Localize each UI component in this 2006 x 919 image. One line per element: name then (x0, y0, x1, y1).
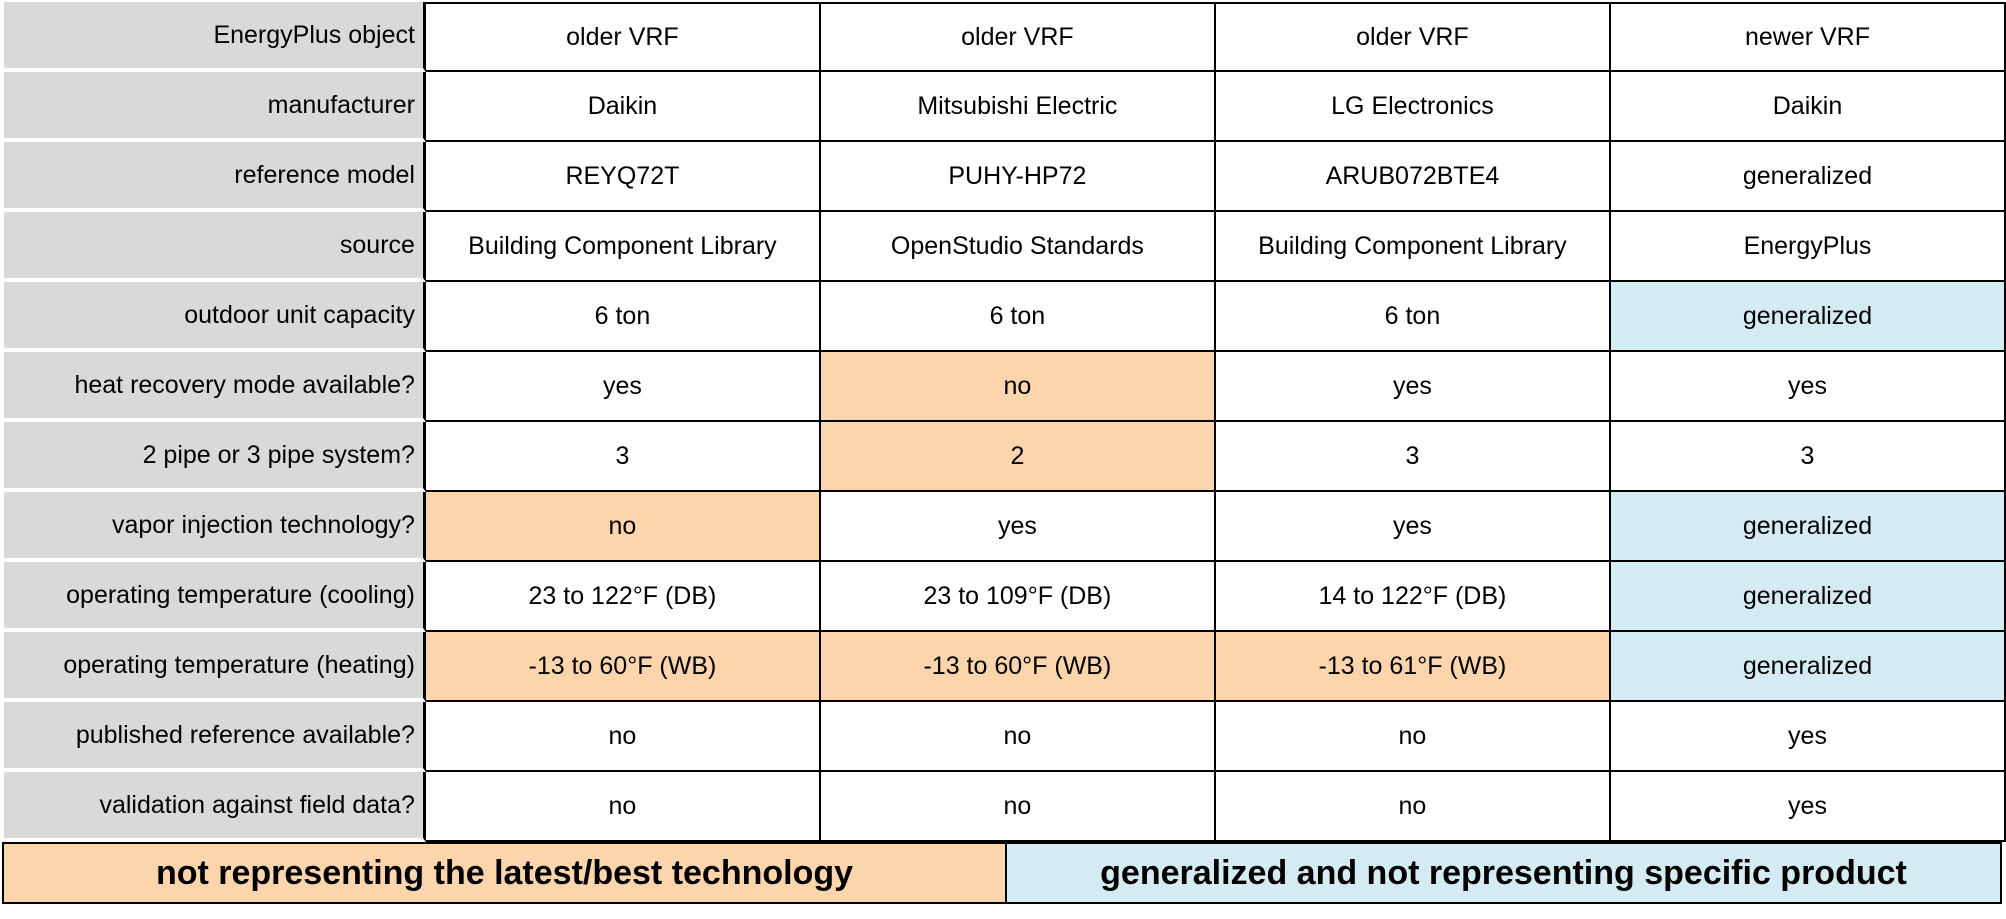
table-cell: 6 ton (425, 282, 821, 352)
table-cell: older VRF (820, 2, 1216, 72)
table-cell: no (820, 702, 1216, 772)
table-row: vapor injection technology? no yes yes g… (4, 492, 2006, 562)
table-cell: no (1215, 702, 1611, 772)
legend-outdated-technology: not representing the latest/best technol… (4, 844, 1007, 902)
vrf-comparison-table: EnergyPlus object older VRF older VRF ol… (4, 2, 2006, 842)
table-cell: older VRF (1215, 2, 1611, 72)
table-row: operating temperature (cooling) 23 to 12… (4, 562, 2006, 632)
legend: not representing the latest/best technol… (2, 842, 2002, 904)
table-cell: Building Component Library (425, 212, 821, 282)
table-cell-generalized: generalized (1611, 282, 2006, 352)
table-cell: ARUB072BTE4 (1215, 142, 1611, 212)
table-cell: yes (1611, 352, 2006, 422)
table-row: published reference available? no no no … (4, 702, 2006, 772)
table-row: manufacturer Daikin Mitsubishi Electric … (4, 72, 2006, 142)
table-cell-generalized: generalized (1611, 492, 2006, 562)
table-cell: EnergyPlus (1611, 212, 2006, 282)
table-cell-outdated: -13 to 61°F (WB) (1215, 632, 1611, 702)
table-cell: Mitsubishi Electric (820, 72, 1216, 142)
table-cell: yes (425, 352, 821, 422)
table-cell: no (820, 772, 1216, 842)
row-label: outdoor unit capacity (4, 282, 426, 352)
row-label: vapor injection technology? (4, 492, 426, 562)
table-cell: 23 to 109°F (DB) (820, 562, 1216, 632)
row-label: operating temperature (heating) (4, 632, 426, 702)
row-label: validation against field data? (4, 772, 426, 842)
table-cell: Daikin (1611, 72, 2006, 142)
table-cell-generalized: generalized (1611, 632, 2006, 702)
table-cell: 3 (1611, 422, 2006, 492)
table-cell: REYQ72T (425, 142, 821, 212)
table-row: EnergyPlus object older VRF older VRF ol… (4, 2, 2006, 72)
table-row: 2 pipe or 3 pipe system? 3 2 3 3 (4, 422, 2006, 492)
row-label: manufacturer (4, 72, 426, 142)
table-cell: 14 to 122°F (DB) (1215, 562, 1611, 632)
table-row: reference model REYQ72T PUHY-HP72 ARUB07… (4, 142, 2006, 212)
table-cell: yes (820, 492, 1216, 562)
table-cell: no (425, 772, 821, 842)
table-row: outdoor unit capacity 6 ton 6 ton 6 ton … (4, 282, 2006, 352)
row-label: EnergyPlus object (4, 2, 426, 72)
table-cell: LG Electronics (1215, 72, 1611, 142)
table-cell: 23 to 122°F (DB) (425, 562, 821, 632)
table-cell: 3 (425, 422, 821, 492)
table-cell: 6 ton (1215, 282, 1611, 352)
table-row: source Building Component Library OpenSt… (4, 212, 2006, 282)
table-row: heat recovery mode available? yes no yes… (4, 352, 2006, 422)
table-cell: newer VRF (1611, 2, 2006, 72)
table-cell: yes (1215, 352, 1611, 422)
legend-generalized-product: generalized and not representing specifi… (1007, 844, 2000, 902)
table-cell: no (1215, 772, 1611, 842)
table-cell: yes (1215, 492, 1611, 562)
table-cell-outdated: 2 (820, 422, 1216, 492)
table-cell: older VRF (425, 2, 821, 72)
row-label: source (4, 212, 426, 282)
table-cell-outdated: -13 to 60°F (WB) (425, 632, 821, 702)
comparison-table-container: EnergyPlus object older VRF older VRF ol… (4, 2, 2006, 842)
table-row: validation against field data? no no no … (4, 772, 2006, 842)
table-cell: PUHY-HP72 (820, 142, 1216, 212)
row-label: reference model (4, 142, 426, 212)
table-cell-generalized: generalized (1611, 562, 2006, 632)
table-cell: yes (1611, 702, 2006, 772)
row-label: operating temperature (cooling) (4, 562, 426, 632)
table-cell: 3 (1215, 422, 1611, 492)
table-cell: 6 ton (820, 282, 1216, 352)
table-row: operating temperature (heating) -13 to 6… (4, 632, 2006, 702)
table-cell: Daikin (425, 72, 821, 142)
row-label: 2 pipe or 3 pipe system? (4, 422, 426, 492)
table-cell: Building Component Library (1215, 212, 1611, 282)
table-cell: generalized (1611, 142, 2006, 212)
table-cell: yes (1611, 772, 2006, 842)
table-cell: OpenStudio Standards (820, 212, 1216, 282)
table-cell-outdated: -13 to 60°F (WB) (820, 632, 1216, 702)
row-label: published reference available? (4, 702, 426, 772)
table-cell-outdated: no (425, 492, 821, 562)
table-cell-outdated: no (820, 352, 1216, 422)
row-label: heat recovery mode available? (4, 352, 426, 422)
table-cell: no (425, 702, 821, 772)
